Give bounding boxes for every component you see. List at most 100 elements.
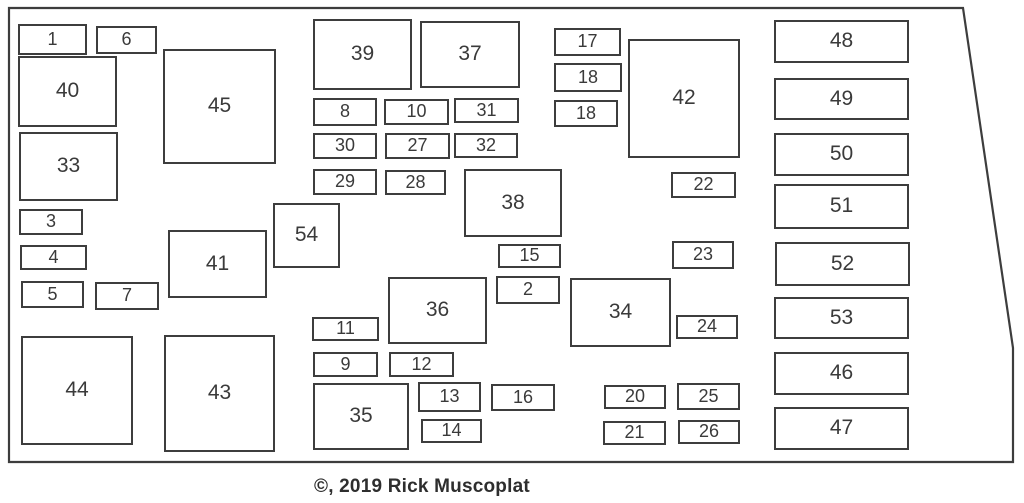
fuse-box-11: 11 [312, 317, 379, 341]
fuse-box-label: 27 [407, 135, 428, 155]
fuse-box-26: 26 [678, 420, 740, 444]
fuse-box-label: 32 [475, 134, 497, 155]
fuse-box-7: 7 [95, 282, 159, 310]
fuse-box-label: 34 [608, 300, 633, 323]
fuse-box-label: 18 [577, 66, 599, 87]
fuse-box-36: 36 [388, 277, 487, 344]
fuse-box-label: 35 [349, 404, 373, 427]
copyright-text: ©, 2019 Rick Muscoplat [314, 476, 530, 497]
fuse-box-52: 52 [775, 242, 910, 286]
fuse-box-5: 5 [21, 281, 84, 308]
fuse-box-label: 6 [121, 29, 132, 49]
fuse-box-label: 22 [693, 174, 714, 194]
fuse-box-label: 13 [439, 386, 460, 406]
fuse-box-label: 23 [692, 244, 714, 264]
fuse-box-label: 7 [121, 285, 132, 305]
fuse-box-29: 29 [313, 169, 377, 195]
fuse-box-label: 52 [830, 251, 855, 275]
fuse-box-14: 14 [421, 419, 482, 443]
fuse-box-label: 39 [350, 42, 375, 65]
fuse-box-54: 54 [273, 203, 340, 268]
fuse-box-label: 24 [696, 316, 718, 336]
fuse-box-label: 47 [829, 416, 854, 439]
fuse-box-20: 20 [604, 385, 666, 409]
fuse-box-label: 21 [624, 422, 645, 442]
fuse-box-label: 42 [672, 86, 696, 109]
fuse-box-label: 20 [624, 386, 646, 406]
fuse-box-30: 30 [313, 133, 377, 159]
fuse-box-label: 51 [829, 194, 854, 217]
fuse-box-41: 41 [168, 230, 267, 298]
fuse-box-label: 17 [577, 31, 598, 51]
fuse-box-label: 1 [47, 28, 58, 49]
fuse-box-28: 28 [385, 170, 446, 195]
fuse-box-43: 43 [164, 335, 275, 452]
fuse-box-49: 49 [774, 78, 909, 120]
fuse-box-8: 8 [313, 98, 377, 126]
fuse-box-label: 4 [48, 246, 59, 267]
fuse-box-label: 31 [476, 99, 497, 120]
fuse-box-9: 9 [313, 352, 378, 377]
fuse-box-label: 54 [294, 223, 319, 246]
fuse-box-32: 32 [454, 133, 518, 158]
fuse-box-label: 25 [698, 385, 719, 406]
fuse-box-24: 24 [676, 315, 738, 339]
fuse-box-39: 39 [313, 19, 412, 90]
fuse-box-50: 50 [774, 133, 909, 176]
fuse-box-label: 9 [340, 353, 351, 374]
fuse-box-label: 26 [698, 421, 720, 441]
fuse-box-38: 38 [464, 169, 562, 237]
fuse-box-label: 49 [829, 86, 854, 110]
fuse-box-22: 22 [671, 172, 736, 198]
fuse-box-40: 40 [18, 56, 117, 127]
fuse-box-label: 14 [441, 420, 462, 440]
fuse-box-13: 13 [418, 382, 481, 412]
fuse-box-label: 2 [522, 279, 533, 299]
fuse-box-label: 5 [47, 283, 58, 304]
fuse-box-label: 40 [55, 79, 80, 102]
fuse-box-23: 23 [672, 241, 734, 269]
fuse-box-label: 45 [207, 94, 232, 117]
fuse-box-label: 33 [56, 154, 81, 177]
fuse-box-label: 50 [829, 142, 854, 165]
fuse-box-44: 44 [21, 336, 133, 445]
fuse-box-label: 29 [334, 171, 356, 191]
fuse-box-12: 12 [389, 352, 454, 377]
fuse-box-46: 46 [774, 352, 909, 395]
fuse-box-25: 25 [677, 383, 740, 410]
fuse-box-48: 48 [774, 20, 909, 63]
fuse-box-37: 37 [420, 21, 520, 88]
fuse-box-51: 51 [774, 184, 909, 229]
fuse-box-33: 33 [19, 132, 118, 201]
fuse-box-label: 11 [336, 318, 355, 338]
fuse-box-27: 27 [385, 133, 450, 159]
fuse-box-35: 35 [313, 383, 409, 450]
fuse-box-31: 31 [454, 98, 519, 123]
fuse-box-47: 47 [774, 407, 909, 450]
fuse-box-21: 21 [603, 421, 666, 445]
fuse-box-42: 42 [628, 39, 740, 158]
fuse-box-label: 12 [411, 353, 432, 374]
fuse-box-label: 46 [829, 361, 854, 384]
fuse-box-label: 30 [334, 135, 356, 155]
fuse-box-label: 16 [512, 386, 534, 407]
fuse-box-label: 15 [519, 245, 540, 265]
fuse-box-17: 17 [554, 28, 621, 56]
fuse-box-label: 43 [207, 381, 232, 404]
fuse-box-53: 53 [774, 297, 909, 339]
fuse-box-3: 3 [19, 209, 83, 235]
fuse-box-label: 10 [406, 101, 427, 121]
fuse-box-18: 18 [554, 100, 618, 127]
fuse-box-label: 8 [339, 101, 350, 121]
fuse-box-18: 18 [554, 63, 622, 92]
fuse-box-label: 28 [405, 171, 426, 192]
fuse-box-1: 1 [18, 24, 87, 55]
fuse-box-label: 41 [205, 251, 230, 275]
fuse-box-2: 2 [496, 276, 560, 304]
fuse-box-34: 34 [570, 278, 671, 347]
fuse-box-label: 53 [829, 305, 854, 329]
fuse-box-label: 3 [45, 211, 56, 231]
fuse-box-10: 10 [384, 99, 449, 125]
